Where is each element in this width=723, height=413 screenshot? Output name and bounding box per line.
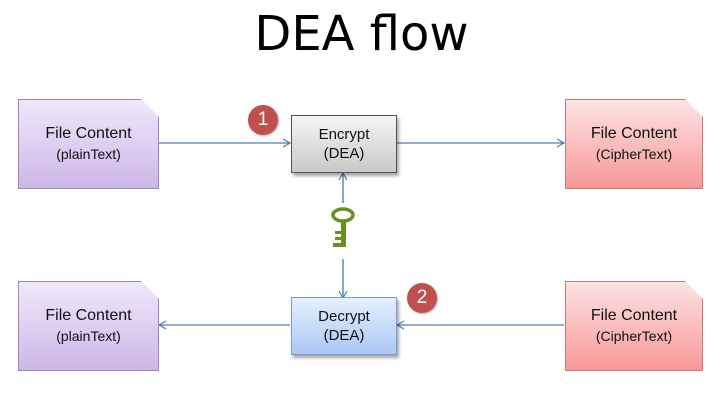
decrypt-box: Decrypt (DEA) bbox=[291, 297, 397, 355]
ciphertext-file-top: File Content (CipherText) bbox=[565, 99, 703, 189]
node-label: Decrypt bbox=[318, 308, 370, 325]
step-badge-2: 2 bbox=[407, 283, 437, 313]
node-sublabel: (CipherText) bbox=[595, 146, 673, 162]
diagram-title: DEA flow bbox=[254, 6, 469, 62]
plaintext-file-bottom: File Content (plainText) bbox=[18, 281, 159, 371]
node-sublabel: (plainText) bbox=[56, 146, 121, 162]
ciphertext-file-bottom: File Content (CipherText) bbox=[565, 281, 703, 371]
encrypt-box: Encrypt (DEA) bbox=[291, 115, 397, 173]
node-label: File Content bbox=[590, 125, 678, 142]
node-label: File Content bbox=[45, 307, 132, 324]
node-sublabel: (DEA) bbox=[323, 327, 365, 344]
node-sublabel: (plainText) bbox=[56, 328, 121, 344]
node-label: File Content bbox=[590, 307, 678, 324]
node-sublabel: (DEA) bbox=[323, 145, 365, 162]
plaintext-file-top: File Content (plainText) bbox=[18, 99, 159, 189]
node-sublabel: (CipherText) bbox=[595, 328, 673, 344]
node-label: Encrypt bbox=[318, 126, 370, 143]
step-badge-1: 1 bbox=[248, 105, 278, 135]
node-label: File Content bbox=[45, 125, 132, 142]
key-icon bbox=[331, 203, 355, 259]
